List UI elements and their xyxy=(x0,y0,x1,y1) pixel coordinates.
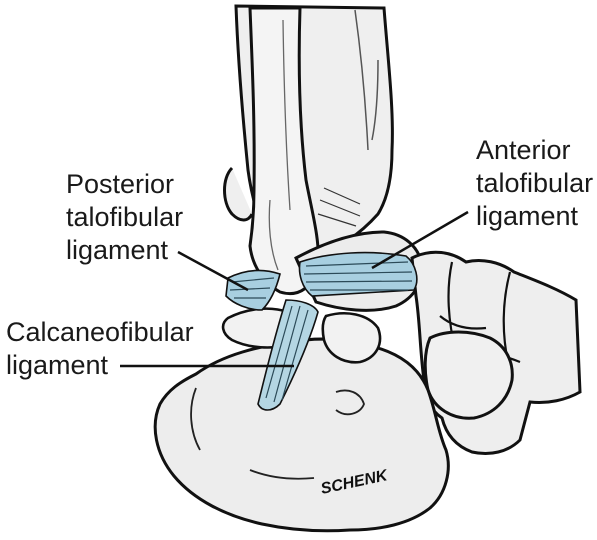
posterior-label-line-3: ligament xyxy=(66,234,183,267)
cuboid-bone xyxy=(425,332,512,418)
calcaneofibular-label-line-2: ligament xyxy=(6,349,194,382)
calcaneus-bone xyxy=(155,339,448,531)
calcaneofibular-label: Calcaneofibular ligament xyxy=(6,316,194,382)
posterior-talofibular-label: Posterior talofibular ligament xyxy=(66,168,183,267)
anterior-label-line-3: ligament xyxy=(476,200,593,233)
anterior-label-line-1: Anterior xyxy=(476,134,593,167)
anterior-talofibular-label: Anterior talofibular ligament xyxy=(476,134,593,233)
posterior-label-line-1: Posterior xyxy=(66,168,183,201)
posterior-talofibular-leader xyxy=(178,252,248,290)
anterior-label-line-2: talofibular xyxy=(476,167,593,200)
posterior-label-line-2: talofibular xyxy=(66,201,183,234)
calcaneofibular-label-line-1: Calcaneofibular xyxy=(6,316,194,349)
